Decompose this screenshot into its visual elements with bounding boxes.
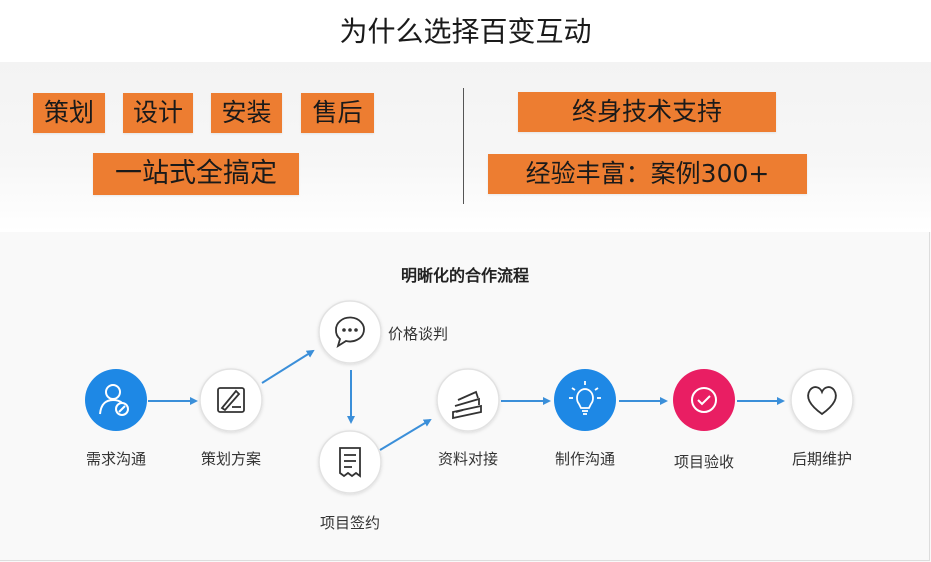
step-negotiation: 价格谈判	[318, 300, 448, 364]
step-maintenance-circle	[790, 368, 854, 432]
step-negotiation-circle	[318, 300, 382, 364]
service-tag-design: 设计	[123, 93, 193, 133]
chat-dots	[342, 328, 358, 332]
step-production-label: 制作沟通	[555, 450, 615, 468]
step-signing: 项目签约	[318, 430, 382, 532]
step-planning-circle	[199, 368, 263, 432]
chat-bubble-icon	[335, 316, 365, 349]
step-materials: 资料对接	[436, 368, 500, 468]
step-signing-circle	[318, 430, 382, 494]
lifetime-support-tag: 终身技术支持	[518, 92, 776, 132]
step-acceptance-label: 项目验收	[674, 453, 734, 471]
page-title: 为什么选择百变互动	[339, 15, 592, 48]
contract-document-icon	[339, 447, 361, 478]
user-edit-icon	[99, 384, 129, 416]
experience-tag: 经验丰富：案例300+	[488, 154, 807, 194]
step-planning-label: 策划方案	[201, 450, 261, 468]
pen-board-icon	[217, 387, 245, 413]
step-requirements-label: 需求沟通	[86, 450, 146, 468]
service-tag-after-sales: 售后	[301, 93, 374, 133]
step-negotiation-label: 价格谈判	[388, 325, 448, 343]
one-stop-tag: 一站式全搞定	[93, 153, 299, 195]
process-diagram-title: 明晰化的合作流程	[400, 266, 529, 285]
step-materials-circle	[436, 368, 500, 432]
step-materials-label: 资料对接	[438, 450, 498, 468]
lightbulb-icon	[569, 381, 601, 415]
step-acceptance: 项目验收	[673, 369, 735, 471]
step-maintenance: 后期维护	[790, 368, 854, 468]
arrow-planning-to-negotiation	[261, 349, 315, 384]
features-divider	[463, 88, 464, 204]
step-requirements: 需求沟通	[85, 369, 147, 468]
flow-arrows	[148, 349, 785, 451]
check-circle-icon	[691, 387, 717, 413]
step-planning: 策划方案	[199, 368, 263, 468]
step-production-circle	[554, 369, 616, 431]
arrow-signing-to-materials	[379, 418, 432, 451]
books-icon	[452, 390, 482, 420]
service-tag-installation: 安装	[211, 93, 282, 133]
heart-icon	[807, 386, 837, 416]
step-acceptance-circle	[673, 369, 735, 431]
step-maintenance-label: 后期维护	[792, 450, 852, 468]
step-signing-label: 项目签约	[320, 514, 380, 532]
step-production: 制作沟通	[554, 369, 616, 468]
service-tag-planning: 策划	[33, 93, 105, 133]
features-panel	[0, 62, 931, 232]
